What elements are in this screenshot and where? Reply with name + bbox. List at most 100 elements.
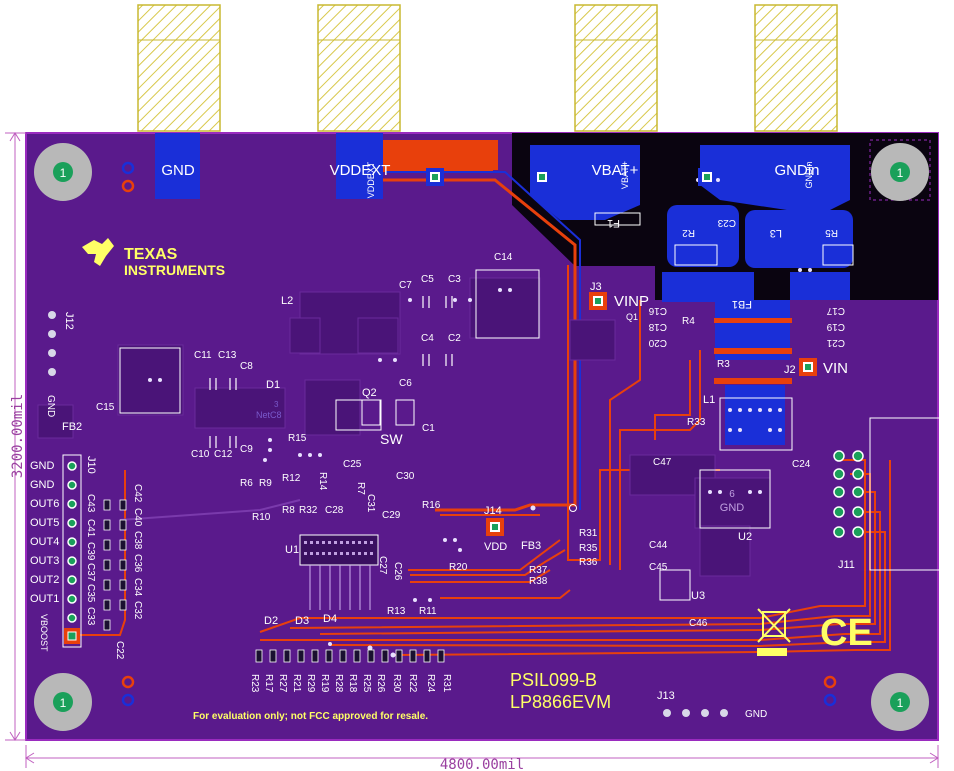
svg-text:R25: R25 [361, 674, 372, 693]
svg-text:OUT5: OUT5 [30, 517, 59, 529]
connector-bodies [137, 4, 838, 132]
svg-text:C40: C40 [132, 508, 143, 527]
dimension-height: 3200.00mil [10, 394, 26, 478]
svg-text:R38: R38 [529, 576, 548, 587]
resistor-row [255, 649, 445, 663]
svg-text:Q2: Q2 [362, 387, 377, 399]
refdes-j: J12 J10 J3 J2 J14 J11 J13 [63, 281, 855, 702]
svg-text:R19: R19 [319, 674, 330, 693]
conn-vbat-label: VBAT+ [592, 162, 639, 179]
svg-text:C44: C44 [649, 540, 668, 551]
svg-text:R20: R20 [449, 562, 468, 573]
svg-text:D1: D1 [266, 379, 280, 391]
label-j12-gnd: GND [45, 395, 56, 417]
svg-text:J10: J10 [85, 456, 97, 474]
conn-vbat-vert: VBAT+ [620, 161, 630, 189]
svg-text:C17: C17 [826, 305, 845, 316]
j11-header [833, 450, 864, 538]
svg-text:VBOOST: VBOOST [39, 614, 49, 652]
board-disclaimer: For evaluation only; not FCC approved fo… [193, 711, 428, 722]
svg-text:J13: J13 [657, 690, 675, 702]
svg-text:C2: C2 [448, 333, 461, 344]
svg-text:C33: C33 [85, 607, 96, 626]
svg-text:C42: C42 [132, 484, 143, 503]
svg-text:C20: C20 [648, 337, 667, 348]
svg-text:R36: R36 [579, 557, 598, 568]
mounting-hole-br: 1 [871, 673, 929, 731]
svg-text:R5: R5 [825, 227, 838, 238]
svg-text:R22: R22 [407, 674, 418, 693]
svg-text:C28: C28 [325, 505, 344, 516]
refdes-l: L2 L1 L3 FB1 FB2 FB3 F1 [62, 217, 782, 552]
svg-text:R33: R33 [687, 417, 706, 428]
svg-text:R30: R30 [391, 674, 402, 693]
conn-gnd-label: GND [161, 162, 195, 179]
svg-text:R35: R35 [579, 543, 598, 554]
svg-text:Q1: Q1 [626, 312, 638, 322]
svg-text:R15: R15 [288, 433, 307, 444]
svg-text:1: 1 [60, 696, 67, 710]
svg-text:J3: J3 [590, 281, 602, 293]
svg-text:C14: C14 [494, 252, 513, 263]
svg-text:D3: D3 [295, 615, 309, 627]
refdes-r: R15 R12 R14 R7 R6 R9 R8 R32 R10 R16 R4 R… [240, 227, 838, 617]
u1-ic [299, 534, 379, 610]
conn-gndin-label: GNDin [774, 162, 819, 179]
mounting-hole-bl: 1 [34, 673, 92, 731]
svg-text:R23: R23 [249, 674, 260, 693]
svg-text:R16: R16 [422, 500, 441, 511]
component-courtyards [37, 277, 771, 577]
weee-icon [757, 608, 791, 656]
svg-text:R2: R2 [682, 227, 695, 238]
svg-text:FB3: FB3 [521, 540, 541, 552]
svg-text:GND: GND [30, 460, 55, 472]
svg-text:R21: R21 [291, 674, 302, 693]
j10-pin-labels: GND GND OUT6 OUT5 OUT4 OUT3 OUT2 OUT1 VB… [30, 460, 59, 652]
label-vin: VIN [823, 360, 848, 377]
label-d1-pad: 3 [274, 400, 279, 409]
svg-text:F1: F1 [607, 217, 620, 229]
svg-text:C24: C24 [792, 459, 811, 470]
svg-text:C34: C34 [132, 578, 143, 597]
svg-text:J12: J12 [63, 312, 75, 330]
svg-text:C30: C30 [396, 471, 415, 482]
ce-mark: CE [820, 612, 873, 654]
svg-text:R37: R37 [529, 565, 548, 576]
svg-text:C21: C21 [826, 337, 845, 348]
svg-text:1: 1 [60, 166, 67, 180]
svg-text:R3: R3 [717, 359, 730, 370]
refdes-r-bottom: R23 R17 R27 R21 R29 R19 R28 R18 R25 R26 … [249, 674, 452, 693]
svg-text:C5: C5 [421, 274, 434, 285]
svg-text:C10: C10 [191, 449, 210, 460]
label-vdd: VDD [484, 541, 507, 553]
svg-text:R14: R14 [317, 472, 328, 491]
silkscreen-outlines [119, 212, 941, 601]
svg-text:J14: J14 [484, 505, 502, 517]
refdes-c-column: C43 C41 C39 C37 C35 C33 C42 C40 C38 C36 … [85, 484, 143, 626]
svg-text:R8: R8 [282, 505, 295, 516]
svg-text:OUT1: OUT1 [30, 593, 59, 605]
svg-text:R31: R31 [579, 528, 598, 539]
conn-gndin-vert: GNDin [804, 161, 814, 188]
svg-text:R28: R28 [333, 674, 344, 693]
signal-traces [70, 459, 891, 656]
svg-text:C29: C29 [382, 510, 401, 521]
svg-text:D2: D2 [264, 615, 278, 627]
test-points [426, 168, 817, 536]
svg-text:C23: C23 [717, 217, 736, 228]
mounting-hole-tl: 1 [34, 143, 92, 201]
label-sw: SW [380, 431, 403, 447]
svg-text:FB1: FB1 [732, 298, 752, 310]
svg-text:C46: C46 [689, 618, 708, 629]
svg-text:GND: GND [30, 479, 55, 491]
ring-vias [121, 161, 837, 707]
svg-text:C39: C39 [85, 542, 96, 561]
board-title-line2: LP8866EVM [510, 692, 611, 712]
refdes-ic: U1 U2 U3 Q1 Q2 D1 D2 D3 D4 [264, 312, 752, 627]
svg-text:R17: R17 [263, 674, 274, 693]
capacitor-footprints [209, 296, 453, 448]
svg-text:C6: C6 [399, 378, 412, 389]
dimension-width: 4800.00mil [440, 757, 524, 771]
svg-text:C18: C18 [648, 321, 667, 332]
